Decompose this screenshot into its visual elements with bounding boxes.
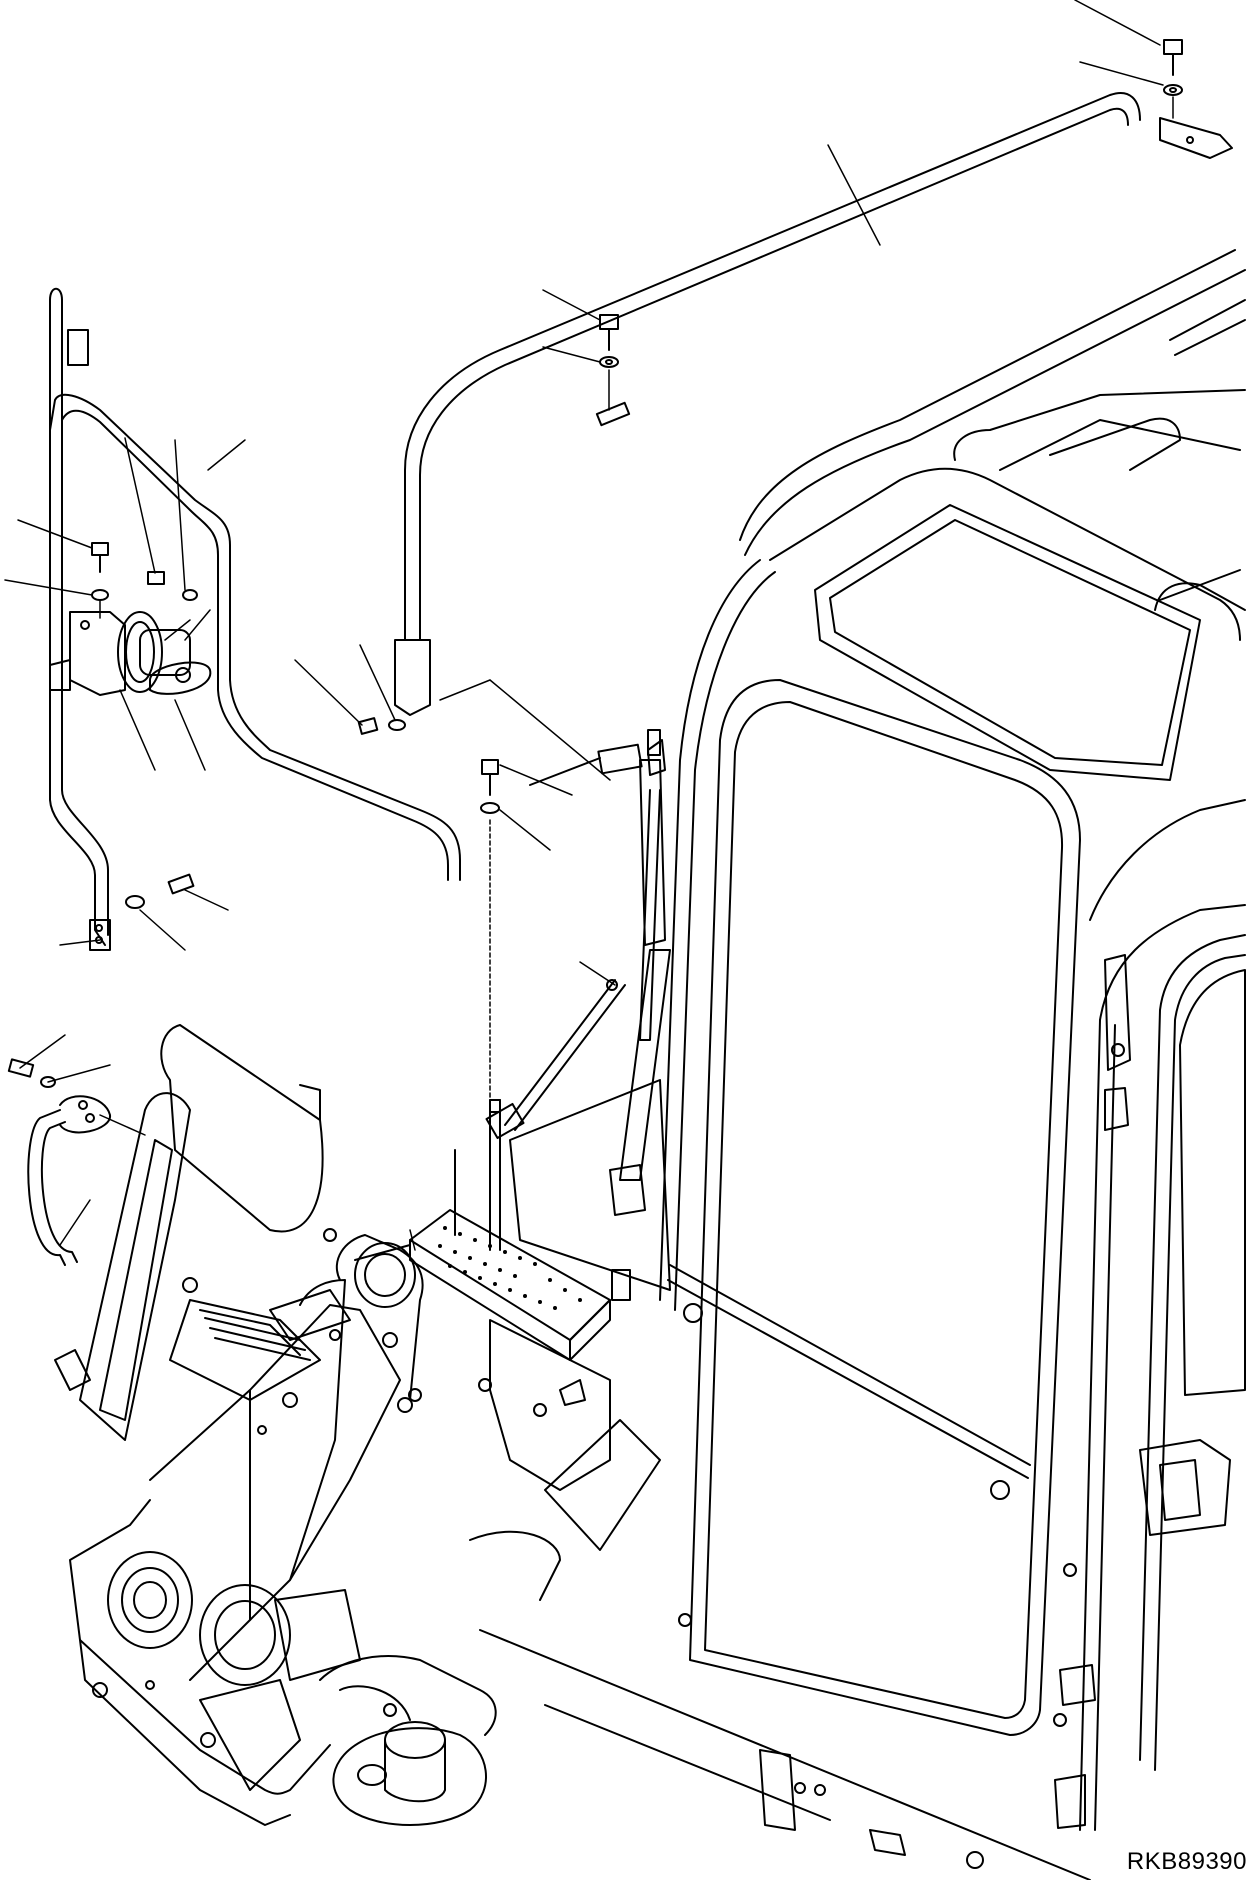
roof-handrail: [395, 93, 1232, 715]
step-bolt: [359, 718, 499, 813]
roof-rail-bolt: [1164, 40, 1182, 95]
hinge-bracket: [50, 612, 210, 695]
boom-swing-bracket: [55, 1025, 585, 1825]
reference-code: RKB89390: [1126, 1848, 1247, 1875]
leader-lines: [5, 0, 1173, 1250]
cab: [470, 250, 1245, 1880]
hinge-bolts: [92, 543, 197, 908]
rail-mount-bolt: [600, 315, 618, 367]
left-handrail: [50, 289, 460, 950]
grab-handle: [9, 1059, 110, 1265]
